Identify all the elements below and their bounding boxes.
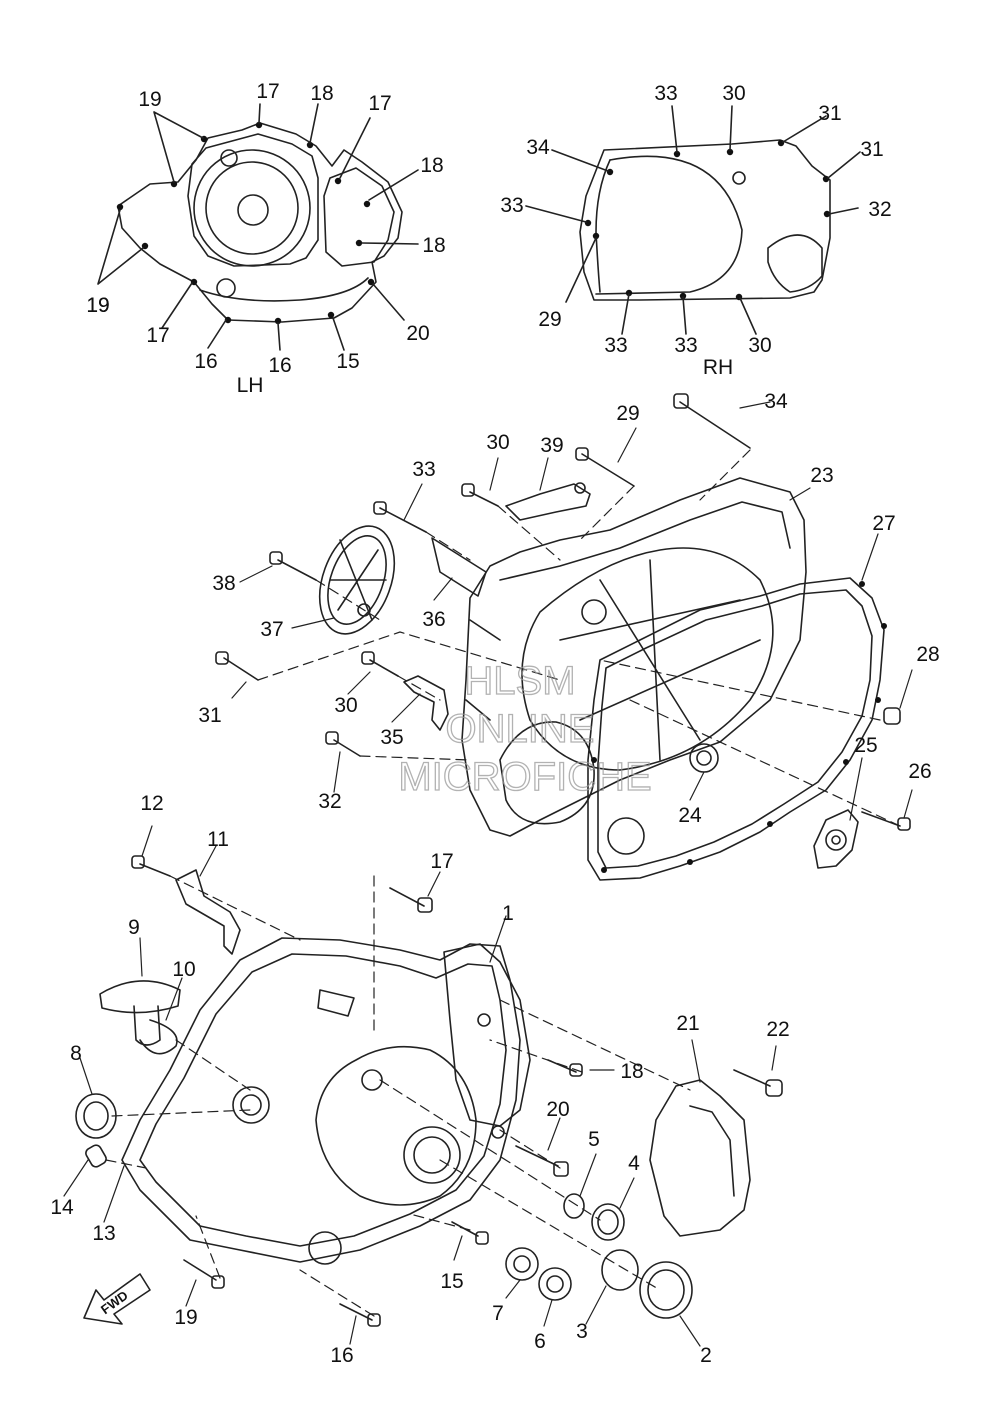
callout-number: 16 bbox=[330, 1344, 353, 1367]
callout-number: 24 bbox=[678, 804, 702, 827]
fwd-label: FWD bbox=[98, 1288, 131, 1318]
lh-view-label: LH bbox=[237, 374, 264, 397]
callout-number: 20 bbox=[406, 322, 429, 345]
callout-number: 30 bbox=[486, 431, 509, 454]
callout-number: 33 bbox=[654, 82, 677, 105]
callout-number: 13 bbox=[92, 1222, 115, 1245]
callout-number: 27 bbox=[872, 512, 895, 535]
callout-number: 32 bbox=[868, 198, 891, 221]
callout-number: 31 bbox=[818, 102, 841, 125]
callout-number: 30 bbox=[334, 694, 357, 717]
callout-number: 19 bbox=[86, 294, 109, 317]
callout-number: 15 bbox=[336, 350, 359, 373]
callout-number: 23 bbox=[810, 464, 833, 487]
callout-number: 31 bbox=[198, 704, 221, 727]
rh-gasket-callouts: 33 30 31 31 34 33 32 29 33 33 30 bbox=[500, 82, 891, 357]
callout-number: 14 bbox=[50, 1196, 74, 1219]
callout-number: 17 bbox=[430, 850, 453, 873]
callout-number: 17 bbox=[146, 324, 169, 347]
callout-number: 30 bbox=[748, 334, 771, 357]
lh-gasket-drawing bbox=[97, 103, 419, 351]
callout-number: 4 bbox=[628, 1152, 640, 1175]
bolts-lower bbox=[131, 855, 783, 1327]
callout-number: 15 bbox=[440, 1270, 463, 1293]
callout-number: 19 bbox=[86, 294, 109, 317]
callout-number: 36 bbox=[422, 608, 445, 631]
watermark: HLSM ONLINE MICROFICHE bbox=[398, 658, 653, 799]
rh-gasket-drawing bbox=[525, 105, 861, 335]
callout-number: 33 bbox=[412, 458, 435, 481]
callout-number: 39 bbox=[540, 434, 563, 457]
callout-number: 18 bbox=[620, 1060, 643, 1083]
callout-number: 20 bbox=[546, 1098, 569, 1121]
callout-number: 16 bbox=[194, 350, 217, 373]
callout-number: 12 bbox=[140, 792, 163, 815]
callout-number: 19 bbox=[138, 88, 161, 111]
callout-number: 26 bbox=[908, 760, 931, 783]
callout-number: 29 bbox=[538, 308, 561, 331]
callout-number: 18 bbox=[420, 154, 443, 177]
callout-number: 17 bbox=[256, 80, 279, 103]
callout-number: 33 bbox=[500, 194, 523, 217]
callout-number: 10 bbox=[172, 958, 195, 981]
callout-number: 34 bbox=[764, 390, 788, 413]
fwd-arrow bbox=[83, 1273, 151, 1325]
callout-number: 18 bbox=[422, 234, 445, 257]
callout-number: 29 bbox=[616, 402, 639, 425]
callout-number: 7 bbox=[492, 1302, 504, 1325]
callout-number: 3 bbox=[576, 1320, 588, 1343]
callout-number: 37 bbox=[260, 618, 283, 641]
callout-number: 22 bbox=[766, 1018, 789, 1041]
callout-number: 11 bbox=[207, 828, 229, 851]
rh-view-label: RH bbox=[703, 356, 733, 379]
callout-number: 21 bbox=[676, 1012, 699, 1035]
callout-number: 34 bbox=[526, 136, 550, 159]
callout-number: 8 bbox=[70, 1042, 82, 1065]
callout-number: 9 bbox=[128, 916, 140, 939]
inner-cover-drawing bbox=[215, 393, 911, 881]
watermark-line-1: HLSM bbox=[464, 659, 575, 703]
callout-number: 2 bbox=[700, 1344, 712, 1367]
callout-number: 32 bbox=[318, 790, 341, 813]
callout-number: 5 bbox=[588, 1128, 600, 1151]
callout-number: 33 bbox=[674, 334, 697, 357]
callout-number: 6 bbox=[534, 1330, 546, 1353]
middle-callouts: 34 29 30 39 33 23 27 38 36 37 28 31 30 35 32 24 25 26 bbox=[198, 390, 939, 827]
callout-number: 17 bbox=[368, 92, 391, 115]
callout-number: 33 bbox=[604, 334, 627, 357]
crankcase-cover-drawing bbox=[75, 855, 783, 1327]
bolts-middle bbox=[215, 393, 911, 831]
watermark-line-3: MICROFICHE bbox=[398, 755, 651, 799]
callout-number: 35 bbox=[380, 726, 403, 749]
callout-number: 16 bbox=[268, 354, 291, 377]
callout-number: 28 bbox=[916, 643, 939, 666]
callout-number: 19 bbox=[174, 1306, 197, 1329]
watermark-line-2: ONLINE bbox=[446, 707, 595, 751]
callout-number: 38 bbox=[212, 572, 235, 595]
callout-number: 18 bbox=[310, 82, 333, 105]
callout-number: 31 bbox=[860, 138, 883, 161]
callout-number: 25 bbox=[854, 734, 877, 757]
callout-number: 30 bbox=[722, 82, 745, 105]
callout-number: 1 bbox=[502, 902, 514, 925]
